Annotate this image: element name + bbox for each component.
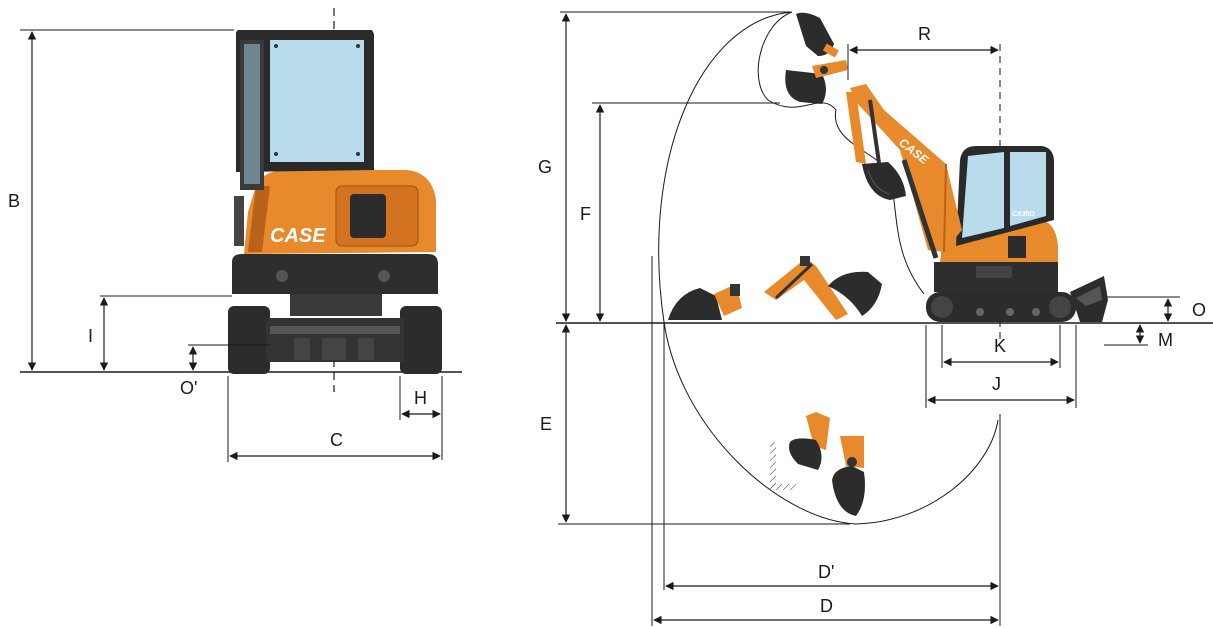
dim-label-M: M	[1158, 330, 1173, 350]
reach-envelope-outer	[658, 11, 999, 525]
bucket-pos-ground-1	[668, 284, 742, 320]
dim-label-Op: O'	[180, 378, 197, 398]
dim-label-Dp: D'	[818, 562, 834, 582]
model-badge: CX35D	[1012, 211, 1035, 218]
dim-label-B: B	[8, 191, 20, 211]
dim-label-C: C	[330, 430, 343, 450]
counterweight	[232, 254, 438, 294]
bucket-pos-dig-2	[832, 436, 865, 516]
right-track	[400, 306, 442, 374]
bucket-pos-dump	[785, 60, 848, 104]
front-view: CASE B I O' H C	[8, 8, 462, 462]
side-view: G F E R D' D K J O M	[538, 11, 1213, 626]
excavator-side: CX35D CASE	[846, 84, 1108, 322]
case-logo-front: CASE	[270, 225, 326, 247]
dim-label-E: E	[540, 414, 552, 434]
bucket-pos-dig-1	[770, 412, 830, 490]
bucket-pos-ground-2	[764, 256, 882, 320]
dim-label-F: F	[580, 204, 591, 224]
dim-label-K: K	[994, 336, 1006, 356]
dim-label-J: J	[992, 374, 1001, 394]
undercarriage-beam	[270, 326, 400, 334]
left-track	[228, 306, 270, 374]
dim-label-H: H	[414, 388, 427, 408]
dim-label-I: I	[88, 326, 93, 346]
dim-label-D: D	[820, 596, 833, 616]
swing-bearing	[290, 294, 382, 316]
arm	[846, 92, 866, 164]
dim-label-R: R	[918, 24, 931, 44]
cab-glass-front	[270, 40, 364, 162]
bucket-pos-top	[796, 12, 839, 58]
dim-label-G: G	[538, 157, 552, 177]
bucket-main	[862, 162, 906, 200]
reach-envelope-inner	[757, 11, 925, 295]
dim-label-O: O	[1192, 300, 1206, 320]
